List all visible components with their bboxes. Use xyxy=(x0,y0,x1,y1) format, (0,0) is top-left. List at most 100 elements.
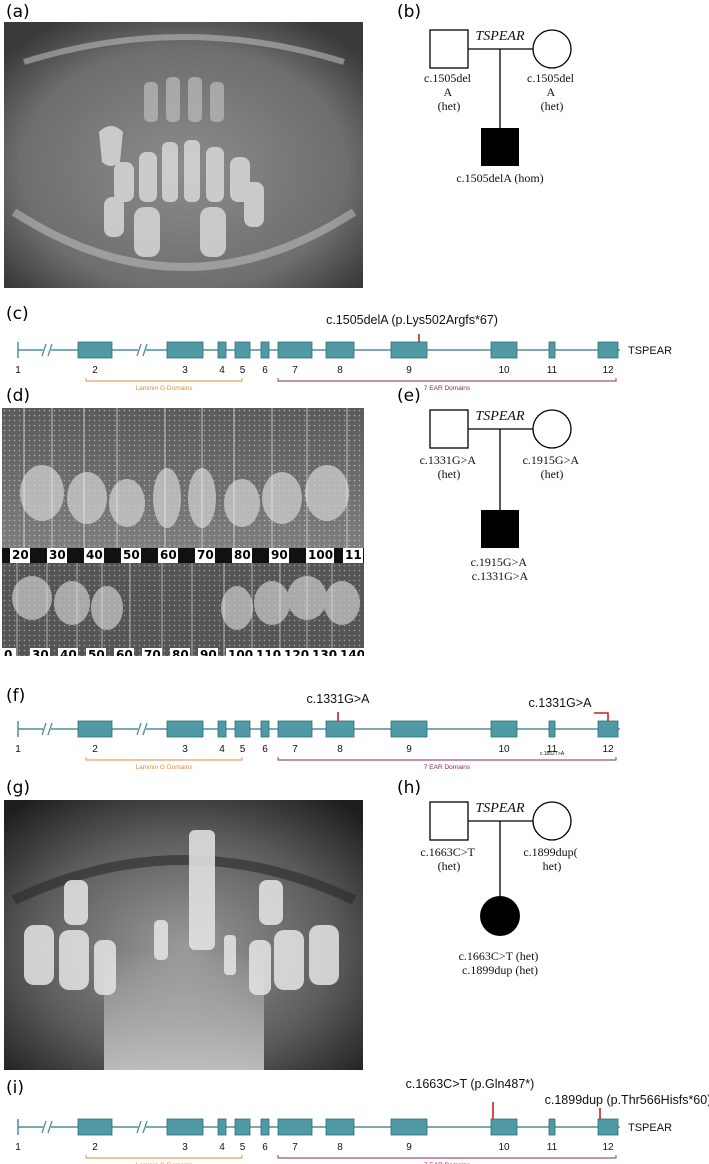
laminin-domain-label: Laminin G Domains xyxy=(135,385,193,390)
laminin-domain-bracket xyxy=(85,1155,243,1159)
exon-label-3: 3 xyxy=(182,1142,188,1153)
variant-marker xyxy=(594,712,609,721)
scale-label-bg xyxy=(158,548,178,563)
exon-label-5: 5 xyxy=(240,365,246,376)
scale-label-bg xyxy=(86,648,106,656)
exon-label-12: 12 xyxy=(602,365,614,376)
exon-9 xyxy=(390,720,428,738)
pedigree-father-e xyxy=(429,409,469,449)
pedigree-child-h xyxy=(480,896,520,936)
pedigree-h: TSPEAR c.1663C>T (het) c.1899dup( het) c… xyxy=(420,801,580,977)
scale-label: 130 xyxy=(312,648,337,656)
ear-domain-label: 7 EAR Domains xyxy=(424,385,471,390)
pedigree-mother-h xyxy=(532,801,572,841)
mother-genotype-h: c.1899dup( het) xyxy=(523,845,580,873)
scale-label: 20 xyxy=(12,548,29,562)
pedigree-father-h xyxy=(429,801,469,841)
scale-label: 40 xyxy=(86,548,103,562)
scale-label: 90 xyxy=(200,648,217,656)
exon-label-3: 3 xyxy=(182,744,188,755)
ear-domain-label: 7 EAR Domains xyxy=(424,764,471,771)
scale-label-bg xyxy=(306,548,334,563)
pedigree-gene-b: TSPEAR xyxy=(476,29,525,44)
intron-break-mark xyxy=(142,1120,148,1134)
exon-label-11: 11 xyxy=(547,365,558,376)
exon-10 xyxy=(490,1118,518,1136)
exon-8 xyxy=(325,341,355,359)
scale-label-bg xyxy=(195,548,215,563)
scale-label-bg xyxy=(121,548,141,563)
scale-label: 100 xyxy=(308,548,333,562)
exon-label-2: 2 xyxy=(92,365,98,376)
exon-4 xyxy=(217,1118,227,1136)
exon-12 xyxy=(597,1118,619,1136)
ear-domain-label: 7 EAR Domains xyxy=(424,1162,471,1164)
variant-label: c.1331G>A xyxy=(307,692,371,706)
exon-8 xyxy=(325,720,355,738)
pedigree-gene-h: TSPEAR xyxy=(476,801,525,816)
ear-domain-bracket xyxy=(277,378,617,382)
scale-label: 50 xyxy=(88,648,105,656)
exon-6 xyxy=(260,341,270,359)
scale-label: 70 xyxy=(144,648,161,656)
panel-label-f: (f) xyxy=(6,686,26,706)
scale-label-bg xyxy=(47,548,67,563)
intron-break-mark xyxy=(41,1120,47,1134)
laminin-domain-label: Laminin G Domains xyxy=(135,1162,193,1164)
exon-12 xyxy=(597,341,619,359)
pedigree-b: TSPEAR c.1505del A (het) c.1505del A (he… xyxy=(424,29,577,185)
exon-label-3: 3 xyxy=(182,365,188,376)
exon-label-1: 1 xyxy=(15,365,21,376)
scale-label: 30 xyxy=(32,648,49,656)
exon-label-12: 12 xyxy=(602,1142,614,1153)
exon-2 xyxy=(77,341,113,359)
pedigree-mother-e xyxy=(532,409,572,449)
exon-11 xyxy=(548,720,556,738)
exon-5 xyxy=(234,1118,251,1136)
child-genotype-h: c.1663C>T (het) c.1899dup (het) xyxy=(459,949,542,977)
scale-label: 100 xyxy=(228,648,253,656)
father-genotype-b: c.1505del A (het) xyxy=(424,71,474,113)
exon-label-9: 9 xyxy=(406,365,412,376)
exon-label-10: 10 xyxy=(498,1142,510,1153)
intron-break xyxy=(43,723,51,735)
variant-label: c.1331G>A xyxy=(529,696,593,710)
panel-label-h: (h) xyxy=(397,778,422,798)
ear-domain-bracket xyxy=(277,1155,617,1159)
exon-label-7: 7 xyxy=(292,744,298,755)
scale-label-bg xyxy=(142,648,162,656)
exon-2 xyxy=(77,1118,113,1136)
panel-label-d: (d) xyxy=(6,386,31,406)
exon-7 xyxy=(277,720,313,738)
exon-label-6: 6 xyxy=(262,365,268,376)
scale-label: 110 xyxy=(256,648,281,656)
exon-4 xyxy=(217,720,227,738)
scale-label: 80 xyxy=(172,648,189,656)
mother-genotype-b: c.1505del A (het) xyxy=(527,71,577,113)
exon-5 xyxy=(234,341,251,359)
exon-label-10: 10 xyxy=(498,365,510,376)
laminin-domain-bracket xyxy=(85,378,243,382)
intron-break xyxy=(138,1121,146,1133)
exon-label-8: 8 xyxy=(337,365,343,376)
exon-label-5: 5 xyxy=(240,744,246,755)
xray-image-g xyxy=(4,800,363,1070)
exon-8 xyxy=(325,1118,355,1136)
exon-label-6: 6 xyxy=(262,1142,268,1153)
scale-label-bg xyxy=(10,548,30,563)
pedigree-child-e xyxy=(481,510,519,548)
intron-break xyxy=(43,344,51,356)
exon-label-2: 2 xyxy=(92,744,98,755)
scale-label: 60 xyxy=(160,548,177,562)
panel-label-e: (e) xyxy=(397,386,421,406)
exon-3 xyxy=(166,1118,204,1136)
scale-label-bg xyxy=(282,648,310,656)
exon-label-9: 9 xyxy=(406,1142,412,1153)
variant-label: c.1505delA (p.Lys502Argfs*67) xyxy=(326,313,498,327)
pedigree-e: TSPEAR c.1331G>A (het) c.1915G>A (het) c… xyxy=(420,409,580,583)
exon-label-9: 9 xyxy=(406,744,412,755)
